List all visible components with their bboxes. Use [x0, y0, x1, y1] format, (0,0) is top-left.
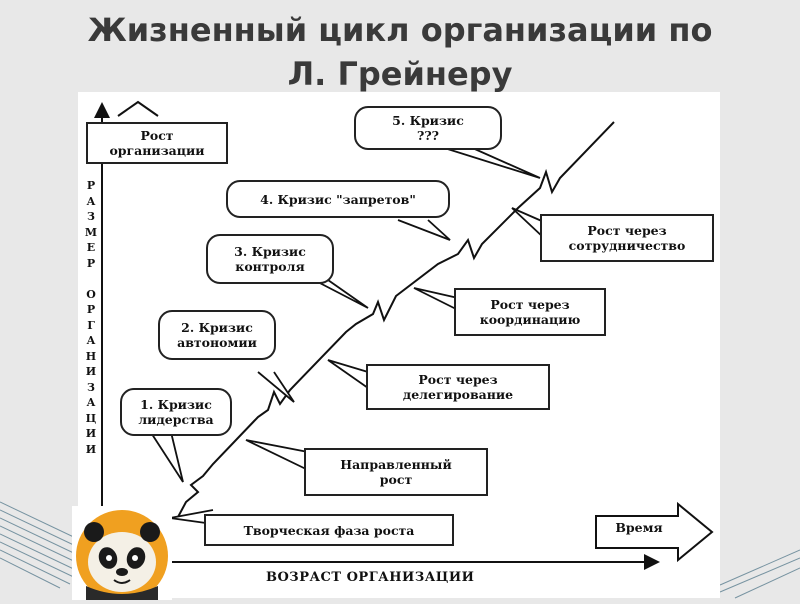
crisis-box-5: 5. Кризис ??? [354, 106, 502, 150]
slide-title: Жизненный цикл организации по Л. Грейнер… [0, 8, 800, 96]
growth-box-5: Рост через сотрудничество [540, 214, 714, 262]
x-axis-label: ВОЗРАСТ ОРГАНИЗАЦИИ [266, 570, 475, 585]
time-label: Время [615, 520, 663, 535]
growth-3-pointer [327, 359, 369, 389]
crisis-1-pointer [147, 427, 184, 483]
crisis-box-3: 3. Кризис контроля [206, 234, 334, 284]
growth-5-line1: Рост через [587, 223, 667, 238]
crisis-2-pointer [257, 371, 295, 403]
growth-1-line1: Творческая фаза роста [243, 522, 415, 538]
growth-3-line2: делегирование [402, 387, 514, 402]
growth-2-line2: рост [379, 472, 413, 487]
growth-5-pointer [511, 207, 545, 239]
crisis-1-line1: 1. Кризис [140, 397, 212, 412]
growth-box-3: Рост через делегирование [366, 364, 550, 410]
crisis-5-line2: ??? [417, 128, 439, 143]
growth-box-2: Направленный рост [304, 448, 488, 496]
diagram-graphics [94, 100, 714, 570]
crisis-box-1: 1. Кризис лидерства [120, 388, 232, 436]
greiner-diagram: Р А З М Е Р О Р Г А Н И З А Ц И И Рост о… [78, 92, 720, 598]
crisis-5-pointer [437, 145, 541, 179]
slide-title-line2: Л. Грейнеру [287, 55, 513, 93]
panda-avatar-icon [72, 506, 172, 602]
crisis-box-2: 2. Кризис автономии [158, 310, 276, 360]
slide-title-line1: Жизненный цикл организации по [87, 11, 713, 49]
y-axis-box-arrow [117, 100, 159, 117]
crisis-5-line1: 5. Кризис [392, 113, 464, 128]
crisis-2-line1: 2. Кризис [181, 320, 253, 335]
crisis-4-line1: 4. Кризис "запретов" [260, 191, 416, 207]
y-axis-box-line1: Рост [140, 128, 174, 143]
growth-2-pointer [245, 439, 309, 471]
growth-3-line1: Рост через [418, 372, 498, 387]
growth-box-1: Творческая фаза роста [204, 514, 454, 546]
growth-4-pointer [413, 287, 459, 311]
crisis-1-line2: лидерства [138, 412, 214, 427]
y-axis-box-line2: организации [109, 143, 205, 158]
growth-5-line2: сотрудничество [568, 238, 686, 253]
background-decoration [0, 501, 800, 599]
y-axis-box: Рост организации [86, 122, 228, 164]
growth-2-line1: Направленный [340, 457, 452, 472]
growth-4-line1: Рост через [490, 297, 570, 312]
growth-curve [177, 121, 615, 518]
crisis-3-line2: контроля [235, 259, 305, 274]
y-axis-label: Р А З М Е Р О Р Г А Н И З А Ц И И [84, 179, 98, 456]
growth-box-4: Рост через координацию [454, 288, 606, 336]
growth-4-line2: координацию [479, 312, 581, 327]
crisis-4-pointer [397, 219, 451, 241]
crisis-3-line1: 3. Кризис [234, 244, 306, 259]
crisis-2-line2: автономии [177, 335, 257, 350]
crisis-3-pointer [313, 279, 369, 309]
crisis-box-4: 4. Кризис "запретов" [226, 180, 450, 218]
time-arrow-shape [595, 501, 714, 563]
